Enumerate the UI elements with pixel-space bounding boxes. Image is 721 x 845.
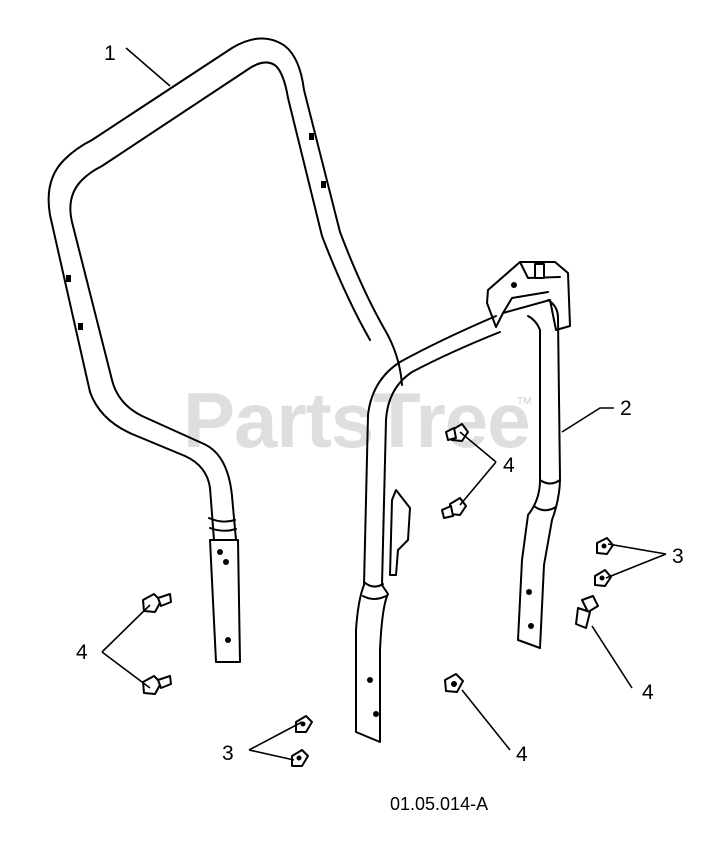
callout-4: 4 — [516, 743, 528, 766]
callout-2: 2 — [620, 397, 632, 420]
callout-3: 3 — [222, 742, 234, 765]
callout-4: 4 — [76, 641, 88, 664]
callout-1: 1 — [104, 42, 116, 65]
part-4-bolt[interactable] — [575, 595, 599, 629]
part-4-bolt[interactable] — [445, 423, 469, 442]
callout-3: 3 — [672, 545, 684, 568]
part-3-nut[interactable] — [596, 537, 614, 555]
part-2-lower-frame[interactable] — [355, 261, 571, 743]
callout-4: 4 — [642, 681, 654, 704]
part-3-nut[interactable] — [594, 569, 612, 587]
part-3-nut[interactable] — [291, 749, 309, 767]
watermark: PartsTree — [183, 376, 530, 464]
part-4-bolt[interactable] — [444, 673, 464, 693]
drawing-code: 01.05.014-A — [390, 794, 488, 814]
callout-4: 4 — [503, 454, 515, 477]
part-4-bolt[interactable] — [142, 593, 172, 613]
part-4-bolt[interactable] — [142, 675, 172, 695]
watermark-trademark: TM — [517, 396, 531, 407]
part-3-nut[interactable] — [295, 715, 313, 733]
part-1-upper-bar[interactable] — [47, 37, 403, 663]
